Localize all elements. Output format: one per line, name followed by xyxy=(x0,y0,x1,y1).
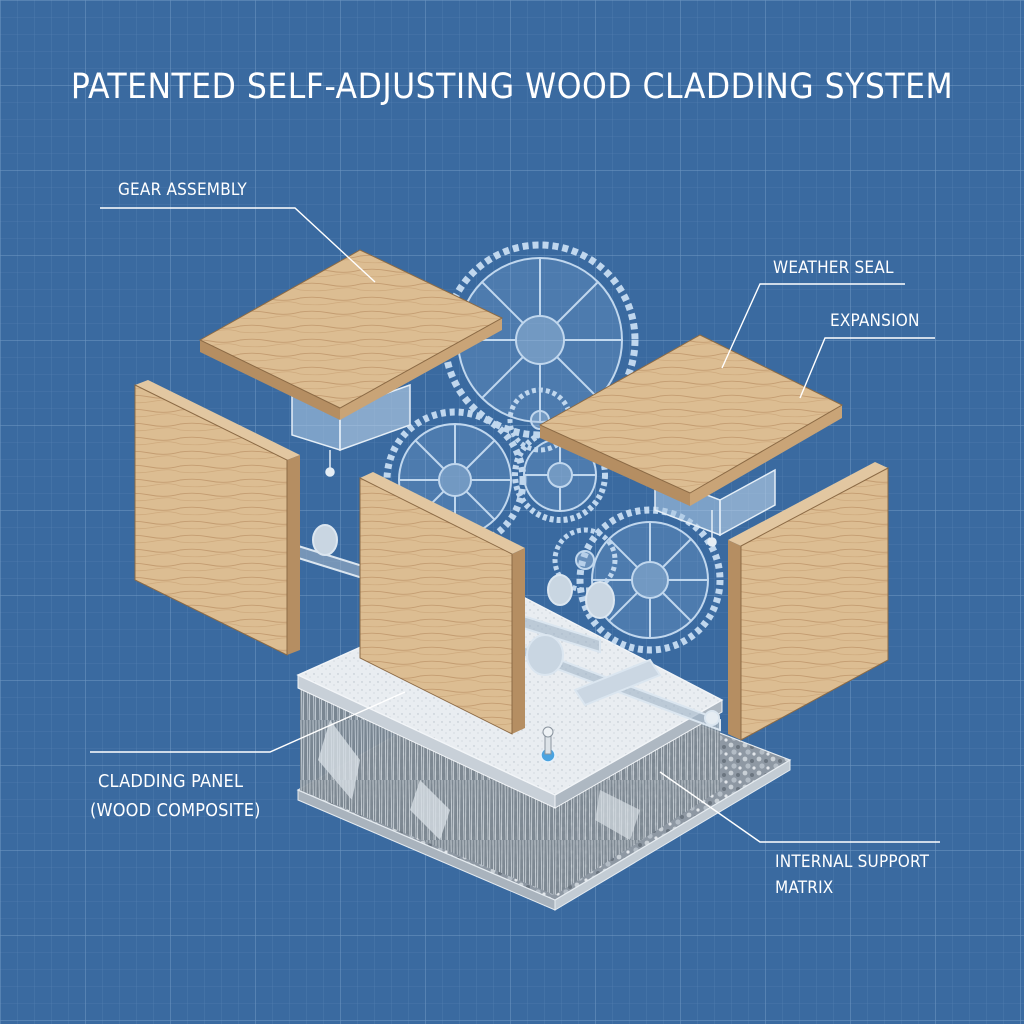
label-gear-assembly: GEAR ASSEMBLY xyxy=(118,180,247,200)
gear-assembly xyxy=(383,241,724,654)
small-gear-center xyxy=(512,427,608,523)
page-title: PATENTED SELF-ADJUSTING WOOD CLADDING SY… xyxy=(70,67,954,108)
label-internal-support-line2: MATRIX xyxy=(775,878,834,898)
small-gear-right xyxy=(552,527,618,593)
wood-panel-right xyxy=(728,462,889,741)
wood-panel-top-right xyxy=(538,334,844,506)
weather-seal-brackets xyxy=(291,383,776,547)
label-cladding-panel-line1: CLADDING PANEL xyxy=(98,771,244,792)
leader-lines xyxy=(90,207,940,843)
wood-panel-left xyxy=(134,380,300,656)
wood-panel-center xyxy=(359,472,525,735)
large-gear-right xyxy=(576,506,724,654)
label-weather-seal: WEATHER SEAL xyxy=(773,258,894,278)
label-cladding-panel-line2: (WOOD COMPOSITE) xyxy=(90,800,261,821)
wood-panel-top-left xyxy=(198,249,504,420)
label-expansion: EXPANSION xyxy=(830,311,920,331)
label-internal-support-line1: INTERNAL SUPPORT xyxy=(775,852,930,872)
large-gear-top xyxy=(441,241,639,439)
